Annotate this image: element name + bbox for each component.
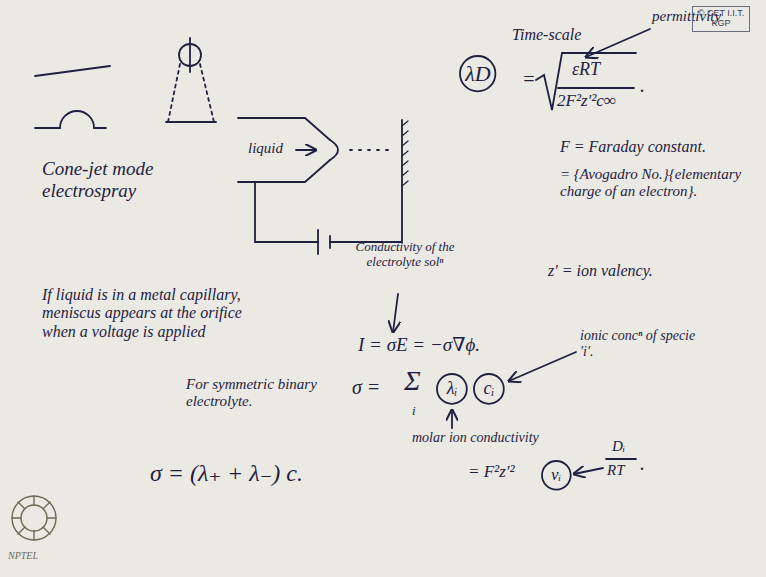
flow-label: liquid — [248, 140, 283, 157]
cone-sketch — [166, 38, 216, 122]
sqrt-sign — [536, 53, 636, 110]
equation-text: I = σE = −σ∇ϕ. — [358, 334, 480, 356]
node-text: © CET I.I.T. KGP — [697, 9, 745, 29]
circled-symbol: λᵢ — [436, 373, 468, 405]
leader-arrow — [393, 294, 398, 332]
droplet-sketch — [35, 111, 106, 128]
fraction-bar — [558, 87, 634, 89]
node-text: λᵢ — [447, 379, 458, 399]
note-text: Time-scale — [512, 26, 581, 44]
nptel-logo — [12, 496, 56, 540]
leader-arrow — [509, 352, 576, 381]
annotation-text: Conductivity of the electrolyte solⁿ — [345, 240, 465, 270]
plate-line — [35, 66, 110, 76]
equation-text: σ = (λ₊ + λ₋) c. — [150, 460, 303, 488]
node-text: λD — [465, 62, 490, 86]
equation-part: = — [522, 68, 536, 91]
equation-part: σ = — [352, 376, 380, 399]
circled-symbol: λD — [459, 55, 496, 92]
equation-part: εRT — [572, 59, 600, 80]
equation-part: RT — [607, 462, 625, 479]
equation-part: 2F²z'²c∞ — [557, 91, 616, 111]
equation-part: . — [640, 452, 645, 475]
annotation-text: molar ion conductivity — [412, 430, 539, 446]
note-text: For symmetric binary electrolyte. — [186, 376, 341, 411]
equation-part: i — [412, 404, 416, 419]
node-text: νᵢ — [551, 466, 561, 485]
note-text: If liquid is in a metal capillary, menis… — [42, 286, 257, 341]
definition-text: z' = ion valency. — [548, 262, 653, 280]
copyright-box: © CET I.I.T. KGP — [692, 6, 750, 32]
equation-part: . — [640, 74, 645, 97]
leader-arrow — [586, 29, 650, 57]
circled-symbol: νᵢ — [541, 460, 572, 491]
watermark-text: NPTEL — [8, 550, 38, 562]
equation-part: Σ — [404, 365, 421, 397]
leader-arrow — [451, 410, 453, 428]
heading-note: Cone-jet mode electrospray — [42, 158, 202, 202]
fraction-bar — [606, 458, 636, 460]
circled-symbol: cᵢ — [473, 373, 505, 405]
capillary-sketch — [238, 118, 408, 254]
equation-part: Dᵢ — [612, 438, 625, 455]
annotation-text: ionic concⁿ of specie 'i'. — [580, 328, 705, 360]
leader-arrow — [574, 468, 603, 474]
node-text: cᵢ — [484, 379, 495, 399]
equation-part: = F²z'² — [468, 462, 515, 482]
definition-text: F = Faraday constant. — [560, 138, 706, 156]
definition-text: = {Avogadro No.}{elementary charge of an… — [560, 166, 760, 201]
